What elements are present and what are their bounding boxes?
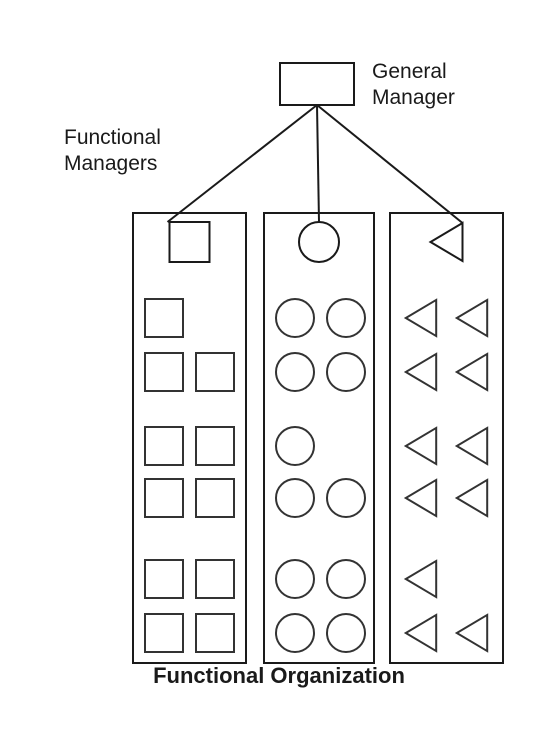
team-member-square-r4-s2 xyxy=(195,478,235,518)
department-column-circle xyxy=(263,212,375,664)
department-box-circle xyxy=(263,212,375,664)
connector-line-circle xyxy=(316,104,320,223)
team-member-square-r1-s1 xyxy=(144,298,184,338)
department-column-square xyxy=(132,212,247,664)
general-manager-label-line-2: Manager xyxy=(372,86,455,109)
team-member-circle-r5-s1 xyxy=(275,559,315,599)
functional-managers-label-line-1: Functional xyxy=(64,126,161,149)
team-member-square-r2-s1 xyxy=(144,352,184,392)
team-member-square-r6-s2 xyxy=(195,613,235,653)
team-member-triangle-r5-s1 xyxy=(403,559,438,599)
team-member-triangle-r4-s2 xyxy=(454,478,489,518)
team-member-square-r4-s1 xyxy=(144,478,184,518)
connector-line-triangle xyxy=(316,104,464,224)
team-member-circle-r6-s2 xyxy=(326,613,366,653)
team-member-circle-r1-s2 xyxy=(326,298,366,338)
functional-manager-circle xyxy=(298,221,340,263)
team-member-triangle-r2-s1 xyxy=(403,352,438,392)
team-member-triangle-r3-s2 xyxy=(454,426,489,466)
team-member-circle-r3-s1 xyxy=(275,426,315,466)
team-member-circle-r4-s2 xyxy=(326,478,366,518)
functional-manager-triangle xyxy=(428,221,464,263)
general-manager-label-line-1: General xyxy=(372,60,447,83)
general-manager-box xyxy=(279,62,355,106)
team-member-square-r6-s1 xyxy=(144,613,184,653)
team-member-square-r3-s2 xyxy=(195,426,235,466)
team-member-circle-r1-s1 xyxy=(275,298,315,338)
team-member-square-r3-s1 xyxy=(144,426,184,466)
team-member-triangle-r6-s1 xyxy=(403,613,438,653)
department-column-triangle xyxy=(389,212,504,664)
team-member-triangle-r1-s2 xyxy=(454,298,489,338)
team-member-circle-r5-s2 xyxy=(326,559,366,599)
team-member-triangle-r1-s1 xyxy=(403,298,438,338)
diagram-caption: Functional Organization xyxy=(153,663,405,688)
team-member-circle-r6-s1 xyxy=(275,613,315,653)
team-member-circle-r4-s1 xyxy=(275,478,315,518)
department-box-triangle xyxy=(389,212,504,664)
team-member-square-r5-s1 xyxy=(144,559,184,599)
team-member-square-r5-s2 xyxy=(195,559,235,599)
team-member-triangle-r2-s2 xyxy=(454,352,489,392)
department-box-square xyxy=(132,212,247,664)
team-member-triangle-r3-s1 xyxy=(403,426,438,466)
team-member-square-r2-s2 xyxy=(195,352,235,392)
functional-managers-label-line-2: Managers xyxy=(64,152,158,175)
functional-managers-label: Functional Managers xyxy=(64,125,161,177)
connector-line-square xyxy=(166,104,318,223)
team-member-circle-r2-s2 xyxy=(326,352,366,392)
general-manager-label: General Manager xyxy=(372,59,455,111)
connector-lines xyxy=(166,104,464,224)
department-columns xyxy=(132,212,504,664)
team-member-triangle-r4-s1 xyxy=(403,478,438,518)
team-member-triangle-r6-s2 xyxy=(454,613,489,653)
functional-manager-square xyxy=(168,221,211,263)
team-member-circle-r2-s1 xyxy=(275,352,315,392)
